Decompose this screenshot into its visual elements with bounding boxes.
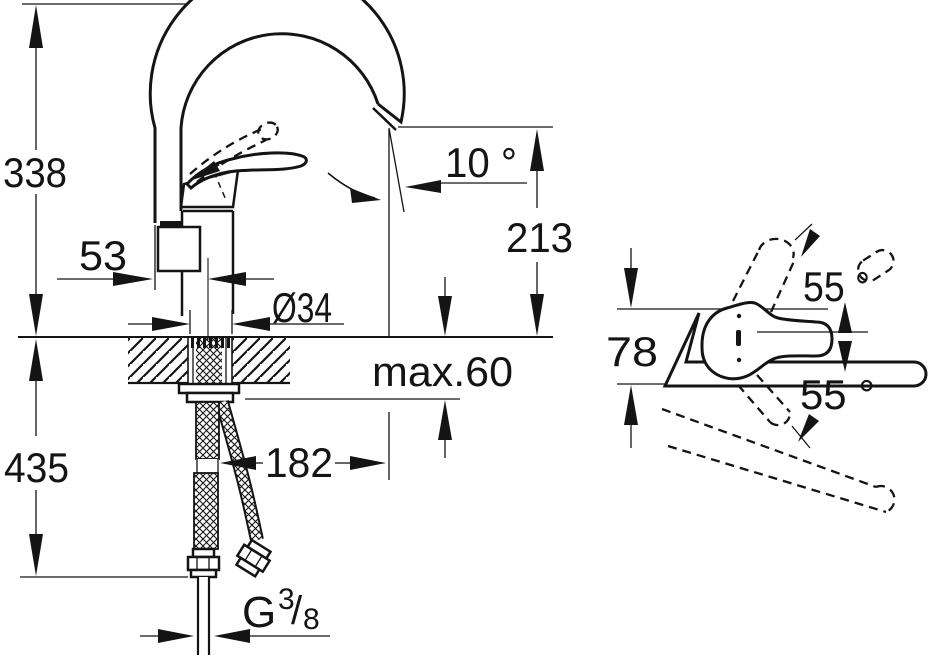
mounting-nut	[177, 382, 241, 395]
supply-hose-straight	[186, 401, 221, 655]
mounting-shank	[177, 337, 241, 404]
supply-hose-curved	[215, 400, 273, 579]
lever-handle	[184, 151, 308, 191]
spout-inner-outline	[179, 32, 380, 211]
dim-max-thickness: max.60	[245, 277, 513, 458]
dim-outlet-height: 213	[506, 129, 573, 336]
aerator-line	[372, 107, 397, 131]
dim-total-height: 338	[3, 5, 67, 336]
handle-raised-dashed	[189, 121, 279, 183]
dim-outlet-angle: 10 °	[327, 127, 527, 336]
spout-outer-outline	[148, 0, 406, 223]
handle-center-mark	[736, 330, 741, 346]
body-side-box	[156, 225, 202, 273]
dim-label-thread-prefix: G	[242, 588, 276, 637]
dim-label-spout-reach: 182	[265, 439, 333, 486]
thread-ticks	[191, 337, 230, 348]
threaded-rod	[198, 577, 209, 655]
spout-swung-dashed	[661, 407, 896, 514]
hose-fitting-angled	[234, 538, 273, 579]
dim-label-outlet-height: 213	[506, 214, 573, 261]
dim-swing-up: 55 °	[794, 223, 870, 310]
dim-handle-width: 78	[606, 248, 658, 448]
dim-label-thread-slash: /	[291, 589, 303, 633]
handle-down-dashed	[737, 374, 792, 427]
dim-label-base-diameter: Ø34	[272, 284, 332, 331]
dim-label-swing-down: 55 °	[800, 371, 875, 418]
dim-label-handle-width: 78	[606, 328, 658, 375]
dim-label-max-thickness: max.60	[372, 348, 513, 395]
dim-base-diameter: Ø34	[128, 258, 344, 340]
dim-thread-size: G 3 / 8	[140, 583, 330, 643]
dim-label-thread-numerator: 3	[278, 583, 295, 616]
hose-fitting-straight	[186, 547, 221, 579]
dim-label-swing-up: 55 °	[803, 263, 870, 310]
countertop-section	[18, 336, 553, 385]
dim-label-spout-offset: 53	[79, 232, 127, 279]
dim-hose-length: 435	[4, 339, 69, 576]
handle-motion-arrow	[189, 161, 220, 181]
handle-top-view	[700, 301, 834, 381]
dim-label-thread-denominator: 8	[303, 603, 320, 636]
faucet-top-view: 55 ° 55 ° 78	[606, 223, 928, 514]
dim-swing-down: 55 °	[791, 371, 875, 449]
dim-spout-reach: 182	[220, 412, 390, 486]
faucet-front-view	[148, 0, 406, 316]
dim-label-total-height: 338	[3, 149, 67, 196]
dim-label-hose-length: 435	[4, 444, 69, 491]
handle-up-dashed	[731, 237, 895, 313]
dim-spout-offset: 53	[57, 225, 274, 290]
dim-label-outlet-angle: 10 °	[445, 139, 517, 186]
spout-fill	[150, 0, 405, 223]
